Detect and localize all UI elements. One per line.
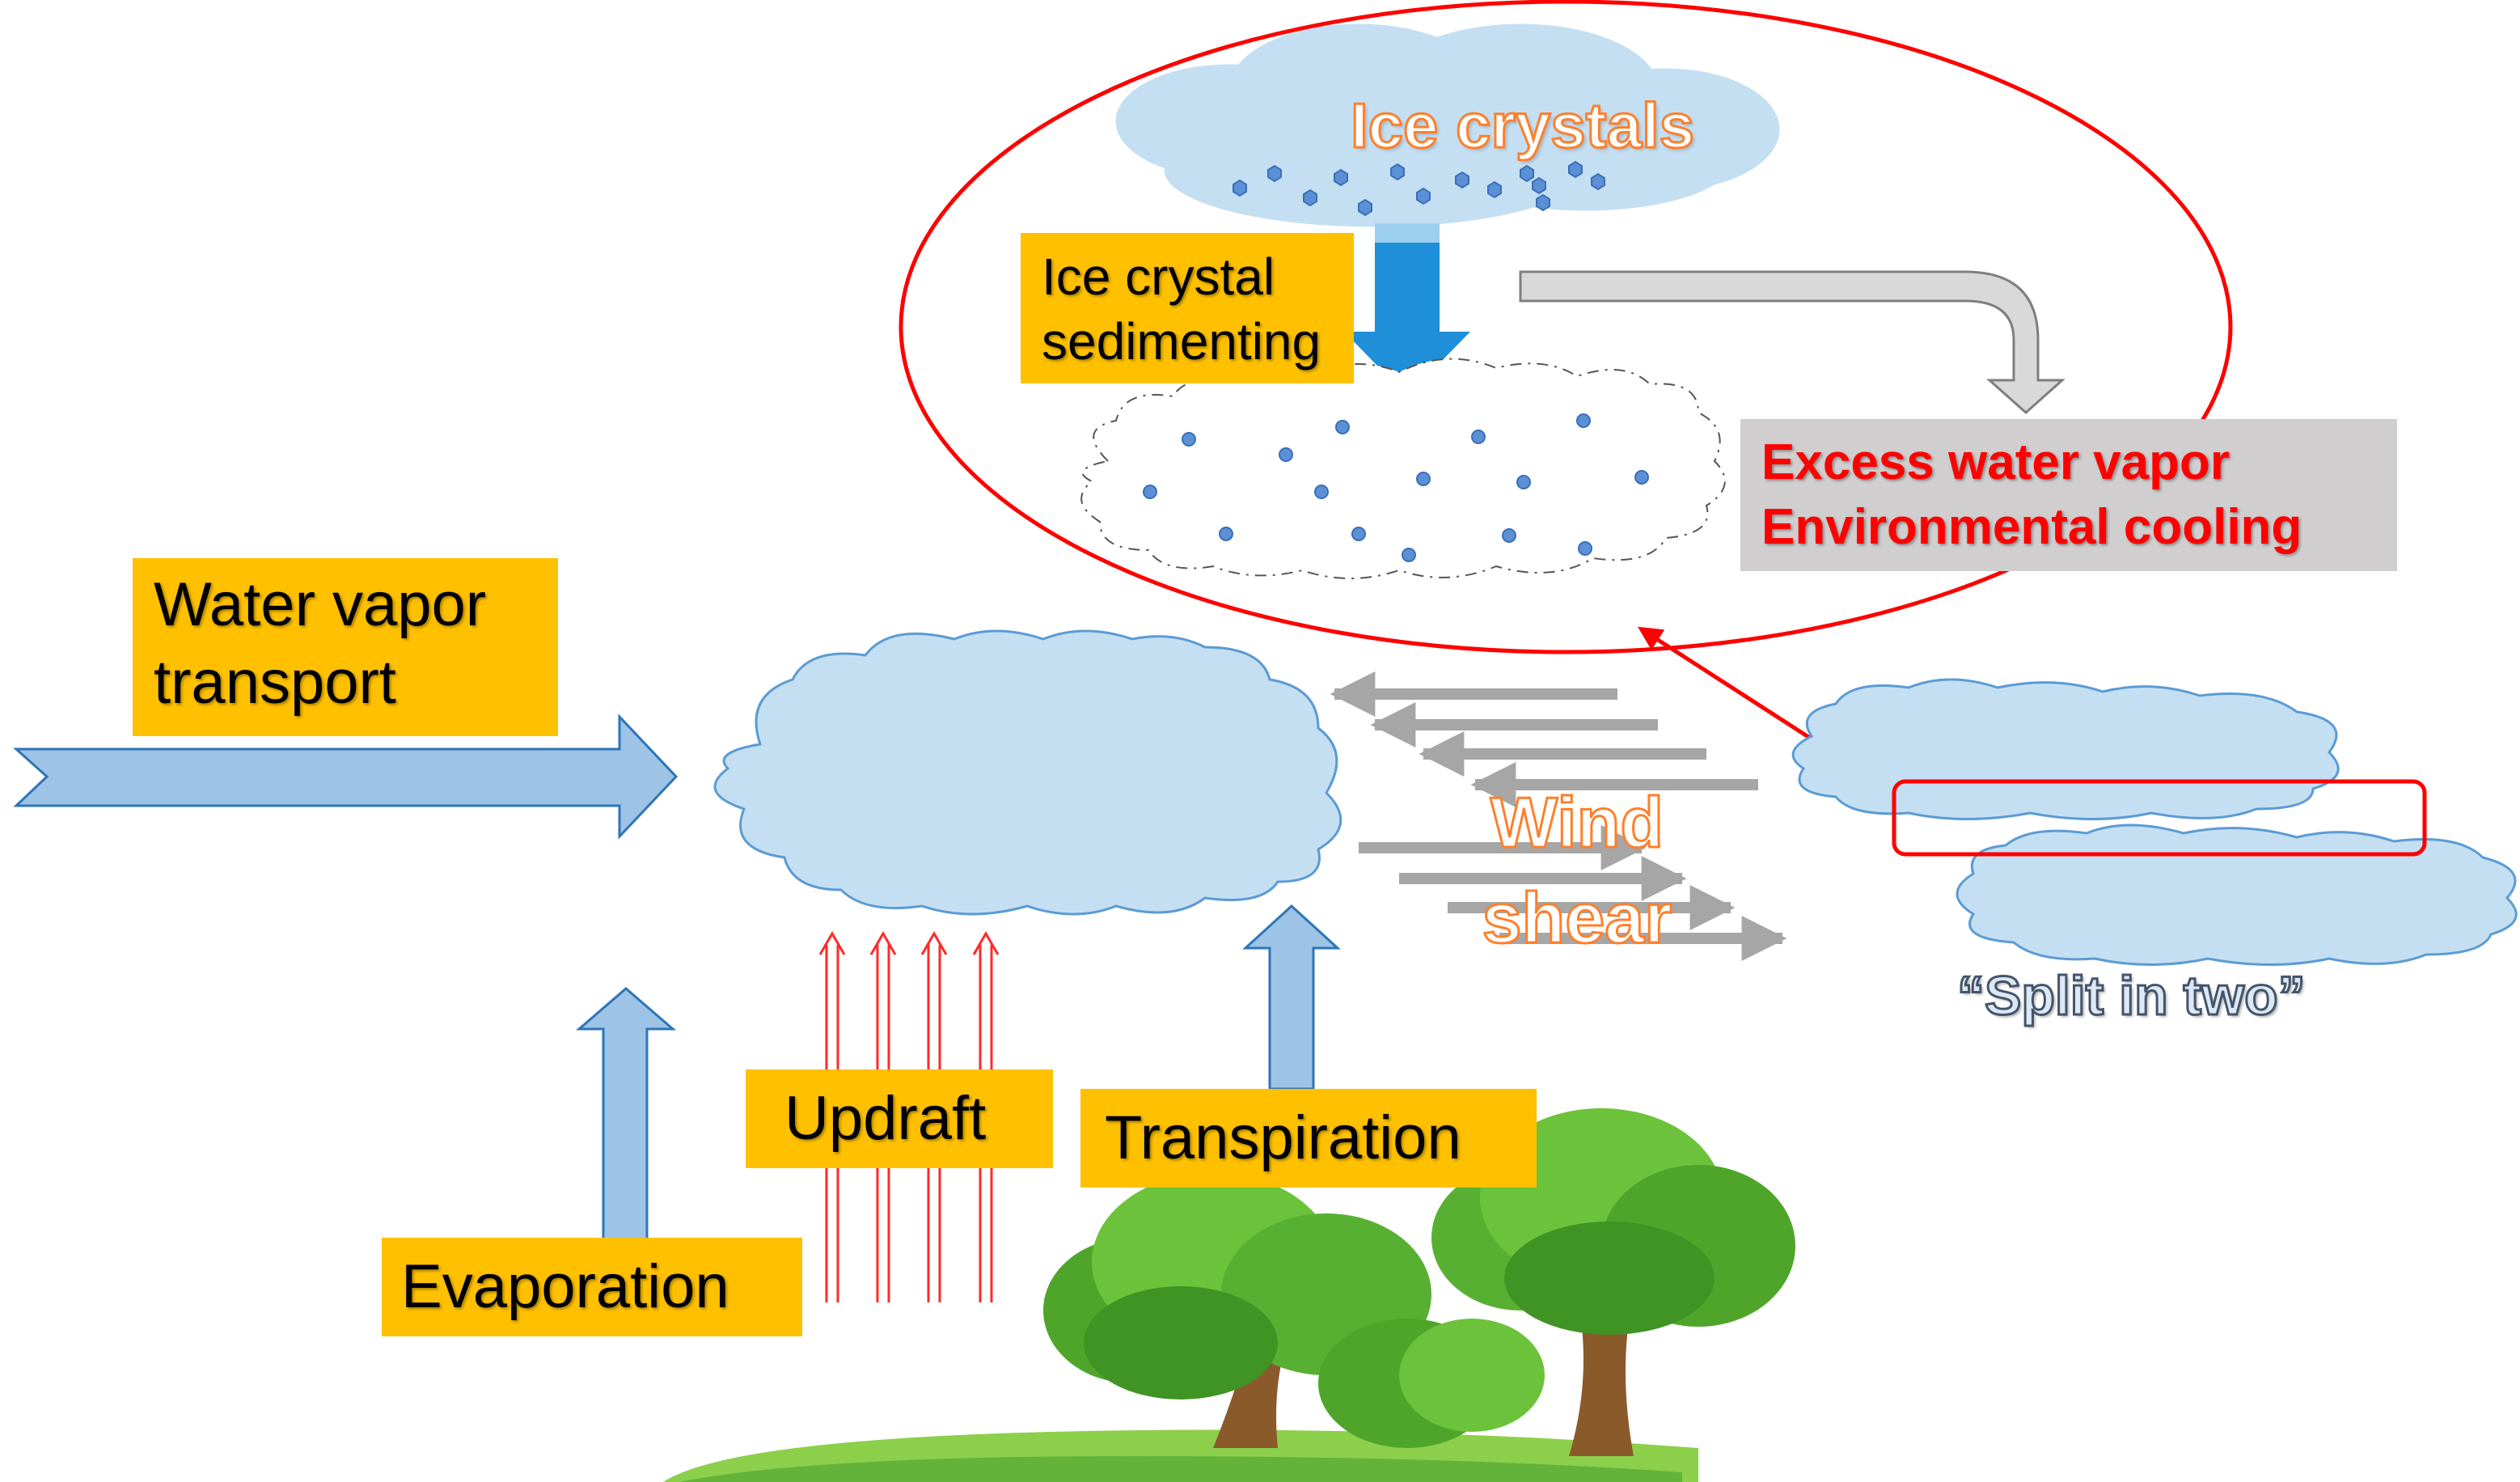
transpiration-arrow xyxy=(1242,904,1341,1090)
label-line: Ice crystal xyxy=(1042,248,1275,306)
label-line: transport xyxy=(154,648,396,717)
split-in-two-title: “Split in two” xyxy=(1956,964,2307,1028)
water-vapor-transport-label: Water vapor transport xyxy=(133,558,558,736)
main-cloud xyxy=(713,629,1342,916)
tree-icon xyxy=(1318,1319,1545,1448)
ice-crystals-title: Ice crystals xyxy=(1349,89,1695,163)
wind-shear-title: Wind shear xyxy=(1456,775,1698,966)
tree-icon xyxy=(1043,1173,1431,1448)
label-line: Excess water vapor xyxy=(1761,434,2230,490)
ice-crystal-sedimenting-label: Ice crystal sedimenting xyxy=(1021,233,1354,383)
split-highlight-box xyxy=(1892,779,2427,857)
label-line: sedimenting xyxy=(1042,312,1321,370)
water-vapor-arrow xyxy=(13,713,679,840)
label-line: shear xyxy=(1481,877,1673,959)
ground xyxy=(663,1429,1698,1482)
label-line: Water vapor xyxy=(154,570,487,639)
split-cloud-lower xyxy=(1956,824,2518,966)
sedimenting-arrow xyxy=(1344,223,1470,396)
updraft-label: Updraft xyxy=(746,1069,1053,1168)
dashed-cloud xyxy=(1080,358,1726,579)
label-line: Environmental cooling xyxy=(1761,499,2302,555)
evaporation-arrow xyxy=(575,987,677,1249)
ice-crystal-cloud xyxy=(1115,23,1780,227)
hexagon-icon xyxy=(1233,160,1605,217)
wind-shear-arrows xyxy=(1330,671,1787,961)
curved-arrow xyxy=(1519,270,2065,415)
highlight-ellipse xyxy=(898,0,2233,654)
transpiration-label: Transpiration xyxy=(1080,1089,1537,1188)
label-line: Wind xyxy=(1489,781,1664,864)
tree-icon xyxy=(1431,1108,1795,1456)
dot-icon xyxy=(1143,413,1649,562)
evaporation-label: Evaporation xyxy=(382,1238,802,1336)
split-cloud-upper xyxy=(1791,678,2340,820)
excess-water-vapor-box: Excess water vapor Environmental cooling xyxy=(1740,419,2397,571)
